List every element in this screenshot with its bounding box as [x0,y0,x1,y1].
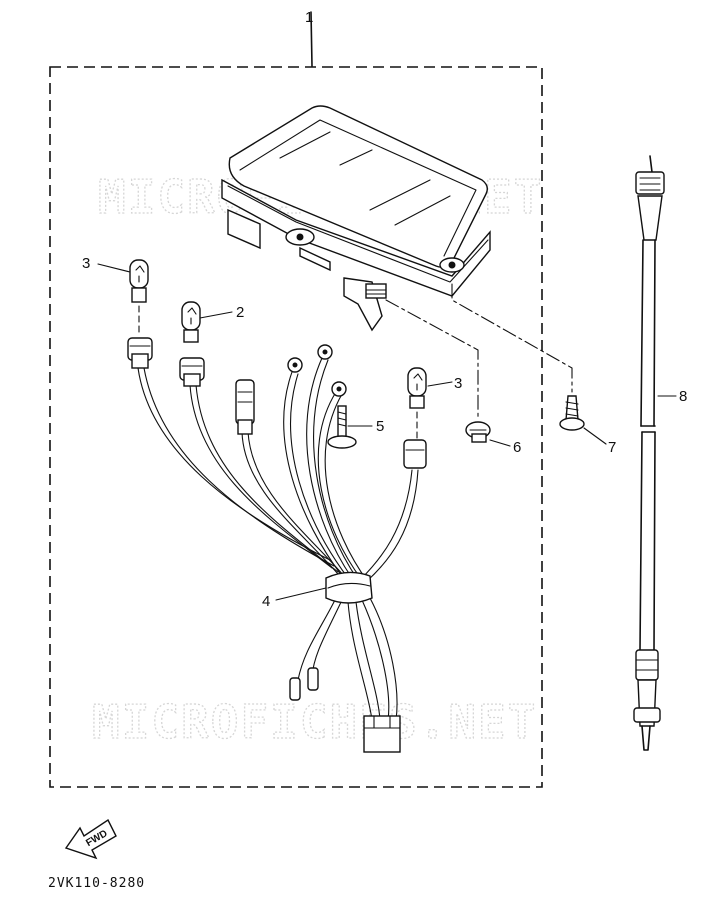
meter-assembly [221,105,573,419]
bulb-3-right [407,367,427,439]
callout-leaders [97,263,677,601]
screw-6 [465,421,491,443]
bolt-5 [327,405,357,449]
callout-7: 7 [608,439,616,456]
assembly-boundary [49,66,543,788]
speedometer-cable [633,155,665,751]
bulb-3-left [129,259,149,335]
diagram-code: 2VK110-8280 [48,876,145,891]
wire-harness [127,337,427,753]
leader-line-1 [310,11,313,67]
fwd-arrow-icon: FWD [64,818,117,860]
callout-2: 2 [236,304,244,321]
callout-1: 1 [305,9,313,26]
callout-5: 5 [376,418,384,435]
callout-4: 4 [262,593,270,610]
screw-7 [559,395,585,431]
bulb-2 [181,301,201,343]
callout-3-right: 3 [454,375,462,392]
callout-3-left: 3 [82,255,90,272]
callout-6: 6 [513,439,521,456]
callout-8: 8 [679,388,687,405]
watermark-bottom: MICROFICHES.NET [92,695,537,749]
